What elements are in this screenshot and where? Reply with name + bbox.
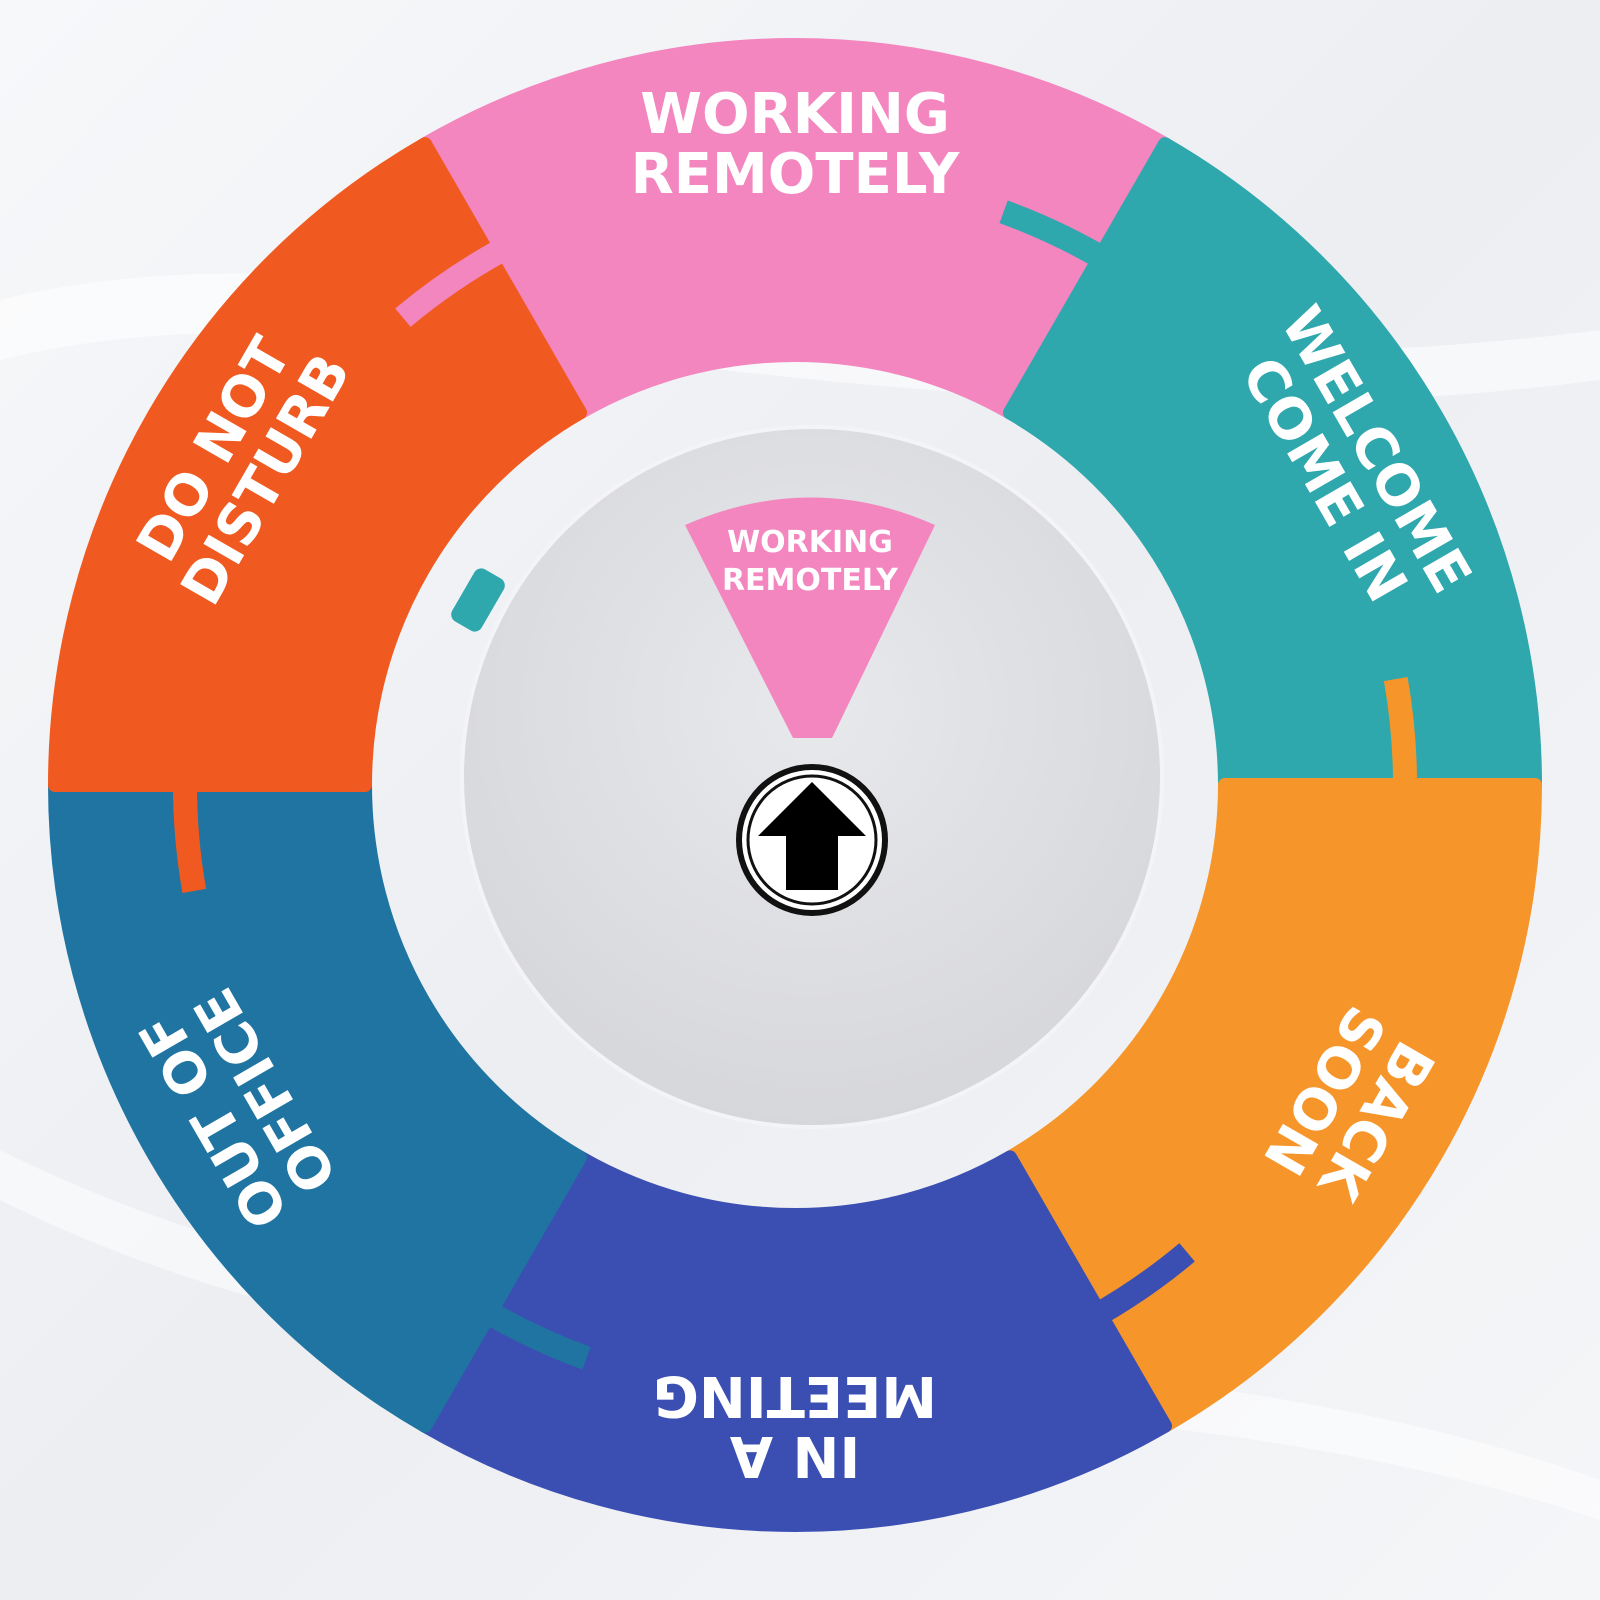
flow-arrow-shaft	[1383, 676, 1417, 861]
segment-label-line: WORKING	[640, 82, 950, 147]
window-line-1: WORKING	[727, 525, 893, 560]
flow-arrow-head	[526, 197, 617, 267]
status-window: WORKING REMOTELY	[685, 497, 935, 738]
flow-arrow-shaft	[173, 709, 207, 894]
segment-do-not-disturb[interactable]	[48, 137, 587, 792]
window-line-2: REMOTELY	[722, 563, 899, 598]
arrow-up-icon	[758, 782, 866, 890]
background-swoosh	[0, 1150, 1600, 1520]
dial-tab-handle[interactable]	[448, 566, 507, 635]
pointer-inner-ring	[746, 774, 878, 906]
segment-working-remotely[interactable]	[418, 38, 1172, 420]
status-window-shape	[685, 497, 935, 738]
flow-arrow-head	[1367, 830, 1438, 923]
segment-in-a-meeting[interactable]	[418, 1150, 1172, 1532]
flow-arrow-head	[1120, 258, 1212, 339]
flow-arrow-head	[152, 647, 223, 740]
flow-arrows	[152, 197, 1438, 1373]
segment-back-soon[interactable]	[1003, 778, 1542, 1433]
segment-label-line: MEETING	[653, 1363, 937, 1428]
pointer-button[interactable]	[736, 764, 888, 916]
segment-label-line: REMOTELY	[631, 142, 961, 207]
segment-label-line: IN A	[729, 1423, 860, 1488]
flow-arrow-head	[378, 1231, 470, 1312]
flow-arrow-head	[973, 1303, 1064, 1373]
